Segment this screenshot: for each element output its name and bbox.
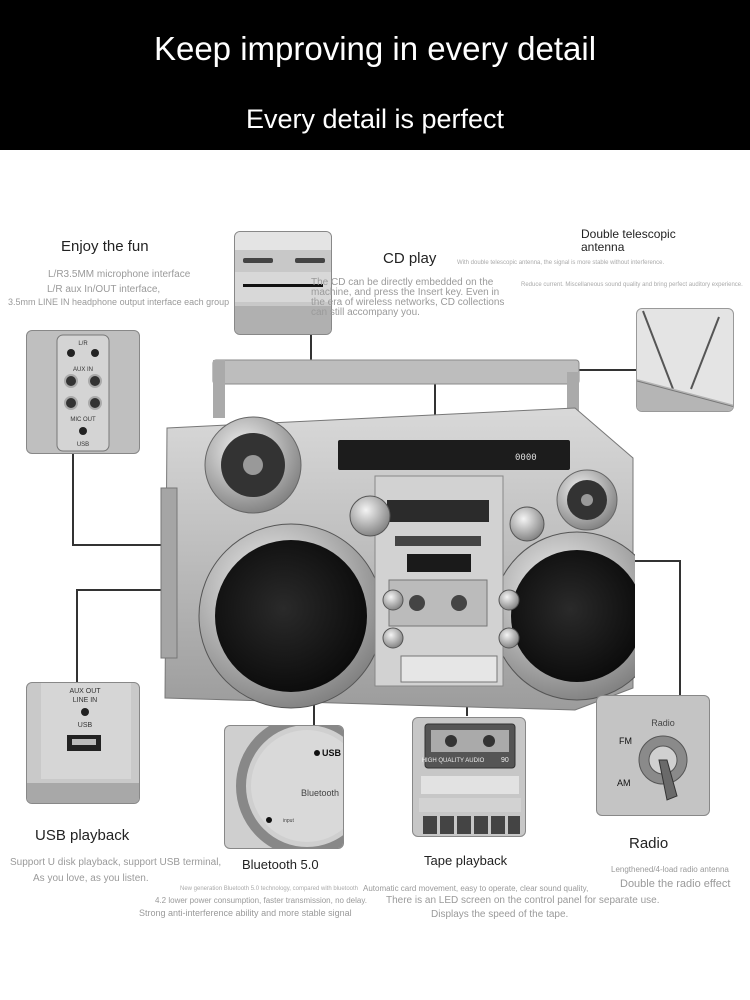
svg-text:Radio: Radio [651, 718, 675, 728]
subheadline: Every detail is perfect [245, 104, 505, 134]
antenna-thumbnail [636, 308, 734, 412]
svg-text:AUX OUT: AUX OUT [69, 688, 101, 695]
fun-desc-line: L/R3.5MM microphone interface [48, 269, 191, 280]
antenna-desc-line: With double telescopic antenna, the sign… [457, 260, 665, 266]
svg-text:Bluetooth: Bluetooth [301, 788, 339, 798]
svg-text:input: input [283, 818, 294, 824]
antenna-title-line: antenna [581, 240, 625, 255]
connector-line [310, 334, 312, 370]
bluetooth-thumbnail: USB Bluetooth input [224, 725, 344, 849]
svg-text:USB: USB [78, 722, 93, 729]
svg-text:HIGH QUALITY AUDIO: HIGH QUALITY AUDIO [422, 758, 485, 764]
fun-title: Enjoy the fun [61, 238, 149, 255]
cd-desc-line: The CD can be directly embedded on the [311, 277, 494, 288]
header-banner: Keep improving in every detail Every det… [0, 0, 750, 150]
connector-line [679, 560, 681, 696]
usb-port-thumbnail: AUX OUT LINE IN USB [26, 682, 140, 804]
connector-line [76, 589, 168, 591]
radio-desc-line: Lengthened/4-load radio antenna [611, 865, 729, 874]
tape-desc-line: Automatic card movement, easy to operate… [363, 884, 589, 893]
radio-switch-thumbnail: Radio FM AM [596, 695, 710, 816]
bluetooth-desc-line: Strong anti-interference ability and mor… [139, 908, 352, 918]
cd-desc-line: the era of wireless networks, CD collect… [311, 297, 505, 308]
tape-title: Tape playback [424, 853, 508, 868]
svg-text:FM: FM [619, 736, 632, 746]
connector-line [76, 590, 78, 682]
svg-text:L/R: L/R [78, 341, 88, 347]
cd-desc-line: can still accompany you. [311, 307, 420, 318]
tape-deck-thumbnail: HIGH QUALITY AUDIO 90 [412, 717, 526, 837]
bluetooth-title: Bluetooth 5.0 [242, 857, 319, 872]
tape-desc-line: Displays the speed of the tape. [431, 909, 569, 920]
usb-title: USB playback [35, 827, 130, 844]
radio-title: Radio [629, 835, 669, 852]
antenna-desc-line: Reduce current. Miscellaneous sound qual… [521, 282, 743, 288]
cd-title: CD play [383, 250, 437, 267]
svg-text:MIC OUT: MIC OUT [70, 417, 96, 423]
connector-line [72, 544, 168, 546]
tape-desc-line: There is an LED screen on the control pa… [386, 895, 660, 906]
usb-desc-line: Support U disk playback, support USB ter… [10, 857, 222, 868]
antenna-title: Double telescopic antenna [581, 227, 676, 255]
jack-panel-thumbnail: L/R AUX IN MIC OUT USB [26, 330, 140, 454]
svg-text:USB: USB [77, 442, 89, 448]
svg-text:AM: AM [617, 778, 631, 788]
svg-text:LINE IN: LINE IN [73, 697, 98, 704]
usb-desc-line: As you love, as you listen. [33, 873, 149, 884]
connector-line [72, 454, 74, 545]
svg-text:0000: 0000 [515, 453, 537, 463]
svg-text:AUX IN: AUX IN [73, 367, 93, 373]
radio-desc-line: Double the radio effect [620, 878, 731, 890]
bluetooth-desc-line: New generation Bluetooth 5.0 technology,… [180, 886, 359, 892]
antenna-title-line: Double telescopic [581, 227, 676, 241]
fun-desc-line: 3.5mm LINE IN headphone output interface… [8, 297, 230, 307]
svg-text:USB: USB [322, 748, 342, 758]
svg-text:90: 90 [501, 757, 509, 764]
bluetooth-desc-line: 4.2 lower power consumption, faster tran… [155, 896, 367, 905]
headline: Keep improving in every detail [153, 30, 597, 67]
cd-slot-thumbnail [234, 231, 332, 335]
boombox-image: 0000 [155, 358, 635, 718]
cd-desc-line: machine, and press the Insert key. Even … [311, 287, 500, 298]
fun-desc-line: L/R aux In/OUT interface, [47, 284, 161, 295]
